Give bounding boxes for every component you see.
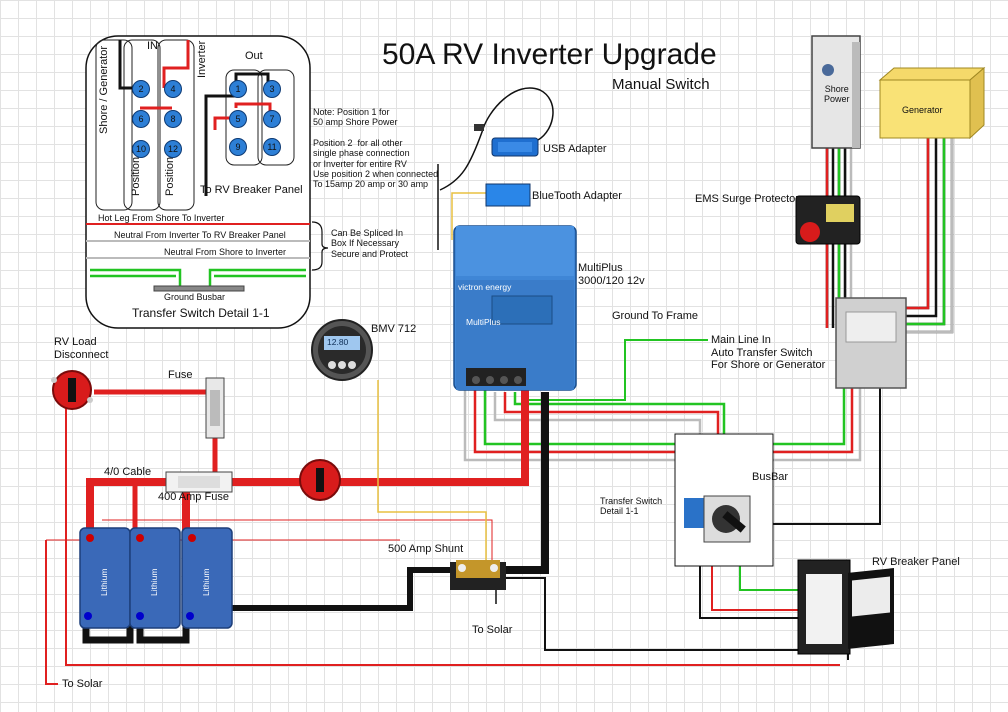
shunt-label: 500 Amp Shunt [388, 543, 464, 555]
shore-power-label: Shore Power [824, 84, 850, 105]
ground-busbar-bar [153, 285, 245, 292]
terminal-5: 5 [229, 110, 247, 128]
400-amp-fuse-label: 400 Amp Fuse [158, 491, 229, 503]
generator-box [879, 79, 971, 139]
detail-to-breaker-label: To RV Breaker Panel [200, 184, 303, 196]
bluetooth-adapter-label: BlueTooth Adapter [532, 190, 622, 202]
terminal-7: 7 [263, 110, 281, 128]
terminal-9: 9 [229, 138, 247, 156]
terminal-3: 3 [263, 80, 281, 98]
neutral-breaker-label: Neutral From Inverter To RV Breaker Pane… [114, 230, 286, 240]
bluetooth-adapter-device [485, 183, 531, 207]
to-solar-center-label: To Solar [472, 624, 513, 636]
bmv-display: 12.80 [327, 337, 349, 347]
detail-column-5 [257, 69, 295, 166]
generator-label: Generator [902, 105, 943, 115]
terminal-4: 4 [164, 80, 182, 98]
detail-out-label: Out [245, 50, 263, 62]
detail-inverter-label: Inverter [196, 40, 208, 78]
terminal-2: 2 [132, 80, 150, 98]
detail-column-1 [95, 39, 133, 211]
rv-load-disconnect-label: RV Load Disconnect [54, 336, 109, 361]
battery-1-brand: Lithium [99, 568, 109, 596]
ground-to-frame-label: Ground To Frame [612, 310, 699, 322]
terminal-8: 8 [164, 110, 182, 128]
ground-busbar-label: Ground Busbar [164, 292, 226, 302]
terminal-10: 10 [132, 140, 150, 158]
detail-in-label: IN [147, 40, 158, 52]
bmv-label: BMV 712 [371, 323, 417, 335]
terminal-1: 1 [229, 80, 247, 98]
fuse-label: Fuse [168, 369, 193, 381]
detail-wire-in-red [162, 40, 190, 88]
battery-bank [79, 527, 233, 629]
multiplus-model-text: MultiPlus [466, 317, 501, 327]
transfer-switch-label: Transfer Switch Detail 1-1 [600, 496, 663, 517]
terminal-6: 6 [132, 110, 150, 128]
rv-breaker-panel-label: RV Breaker Panel [872, 556, 960, 568]
page-subtitle: Manual Switch [612, 76, 710, 93]
multiplus-label: MultiPlus 3000/120 12v [578, 262, 645, 287]
detail-wire-out-to-panel [204, 94, 236, 196]
battery-2-brand: Lithium [149, 568, 159, 596]
terminal-11: 11 [263, 138, 281, 156]
detail-column-3 [157, 39, 195, 211]
detail-caption: Transfer Switch Detail 1-1 [132, 306, 270, 320]
to-solar-left-label: To Solar [62, 678, 103, 690]
hot-leg-label: Hot Leg From Shore To Inverter [98, 213, 225, 223]
page-title: 50A RV Inverter Upgrade [382, 38, 717, 71]
ats-label: Main Line In Auto Transfer Switch For Sh… [711, 334, 826, 372]
terminal-12: 12 [164, 140, 182, 158]
detail-wire-in-black [118, 40, 132, 90]
multiplus-brand-text: victron energy [458, 282, 512, 292]
splice-note: Can Be Spliced In Box If Necessary Secur… [331, 228, 409, 259]
ems-label: EMS Surge Protector [695, 193, 799, 205]
busbar-label: BusBar [752, 471, 789, 483]
usb-adapter-label: USB Adapter [543, 143, 607, 155]
battery-3-brand: Lithium [201, 568, 211, 596]
neutral-shore-label: Neutral From Shore to Inverter [164, 247, 287, 257]
detail-column-2 [123, 39, 161, 211]
detail-shore-generator-label: Shore / Generator [98, 45, 110, 134]
cable-label: 4/0 Cable [104, 466, 152, 478]
detail-note: Note: Position 1 for 50 amp Shore Power … [313, 107, 439, 190]
